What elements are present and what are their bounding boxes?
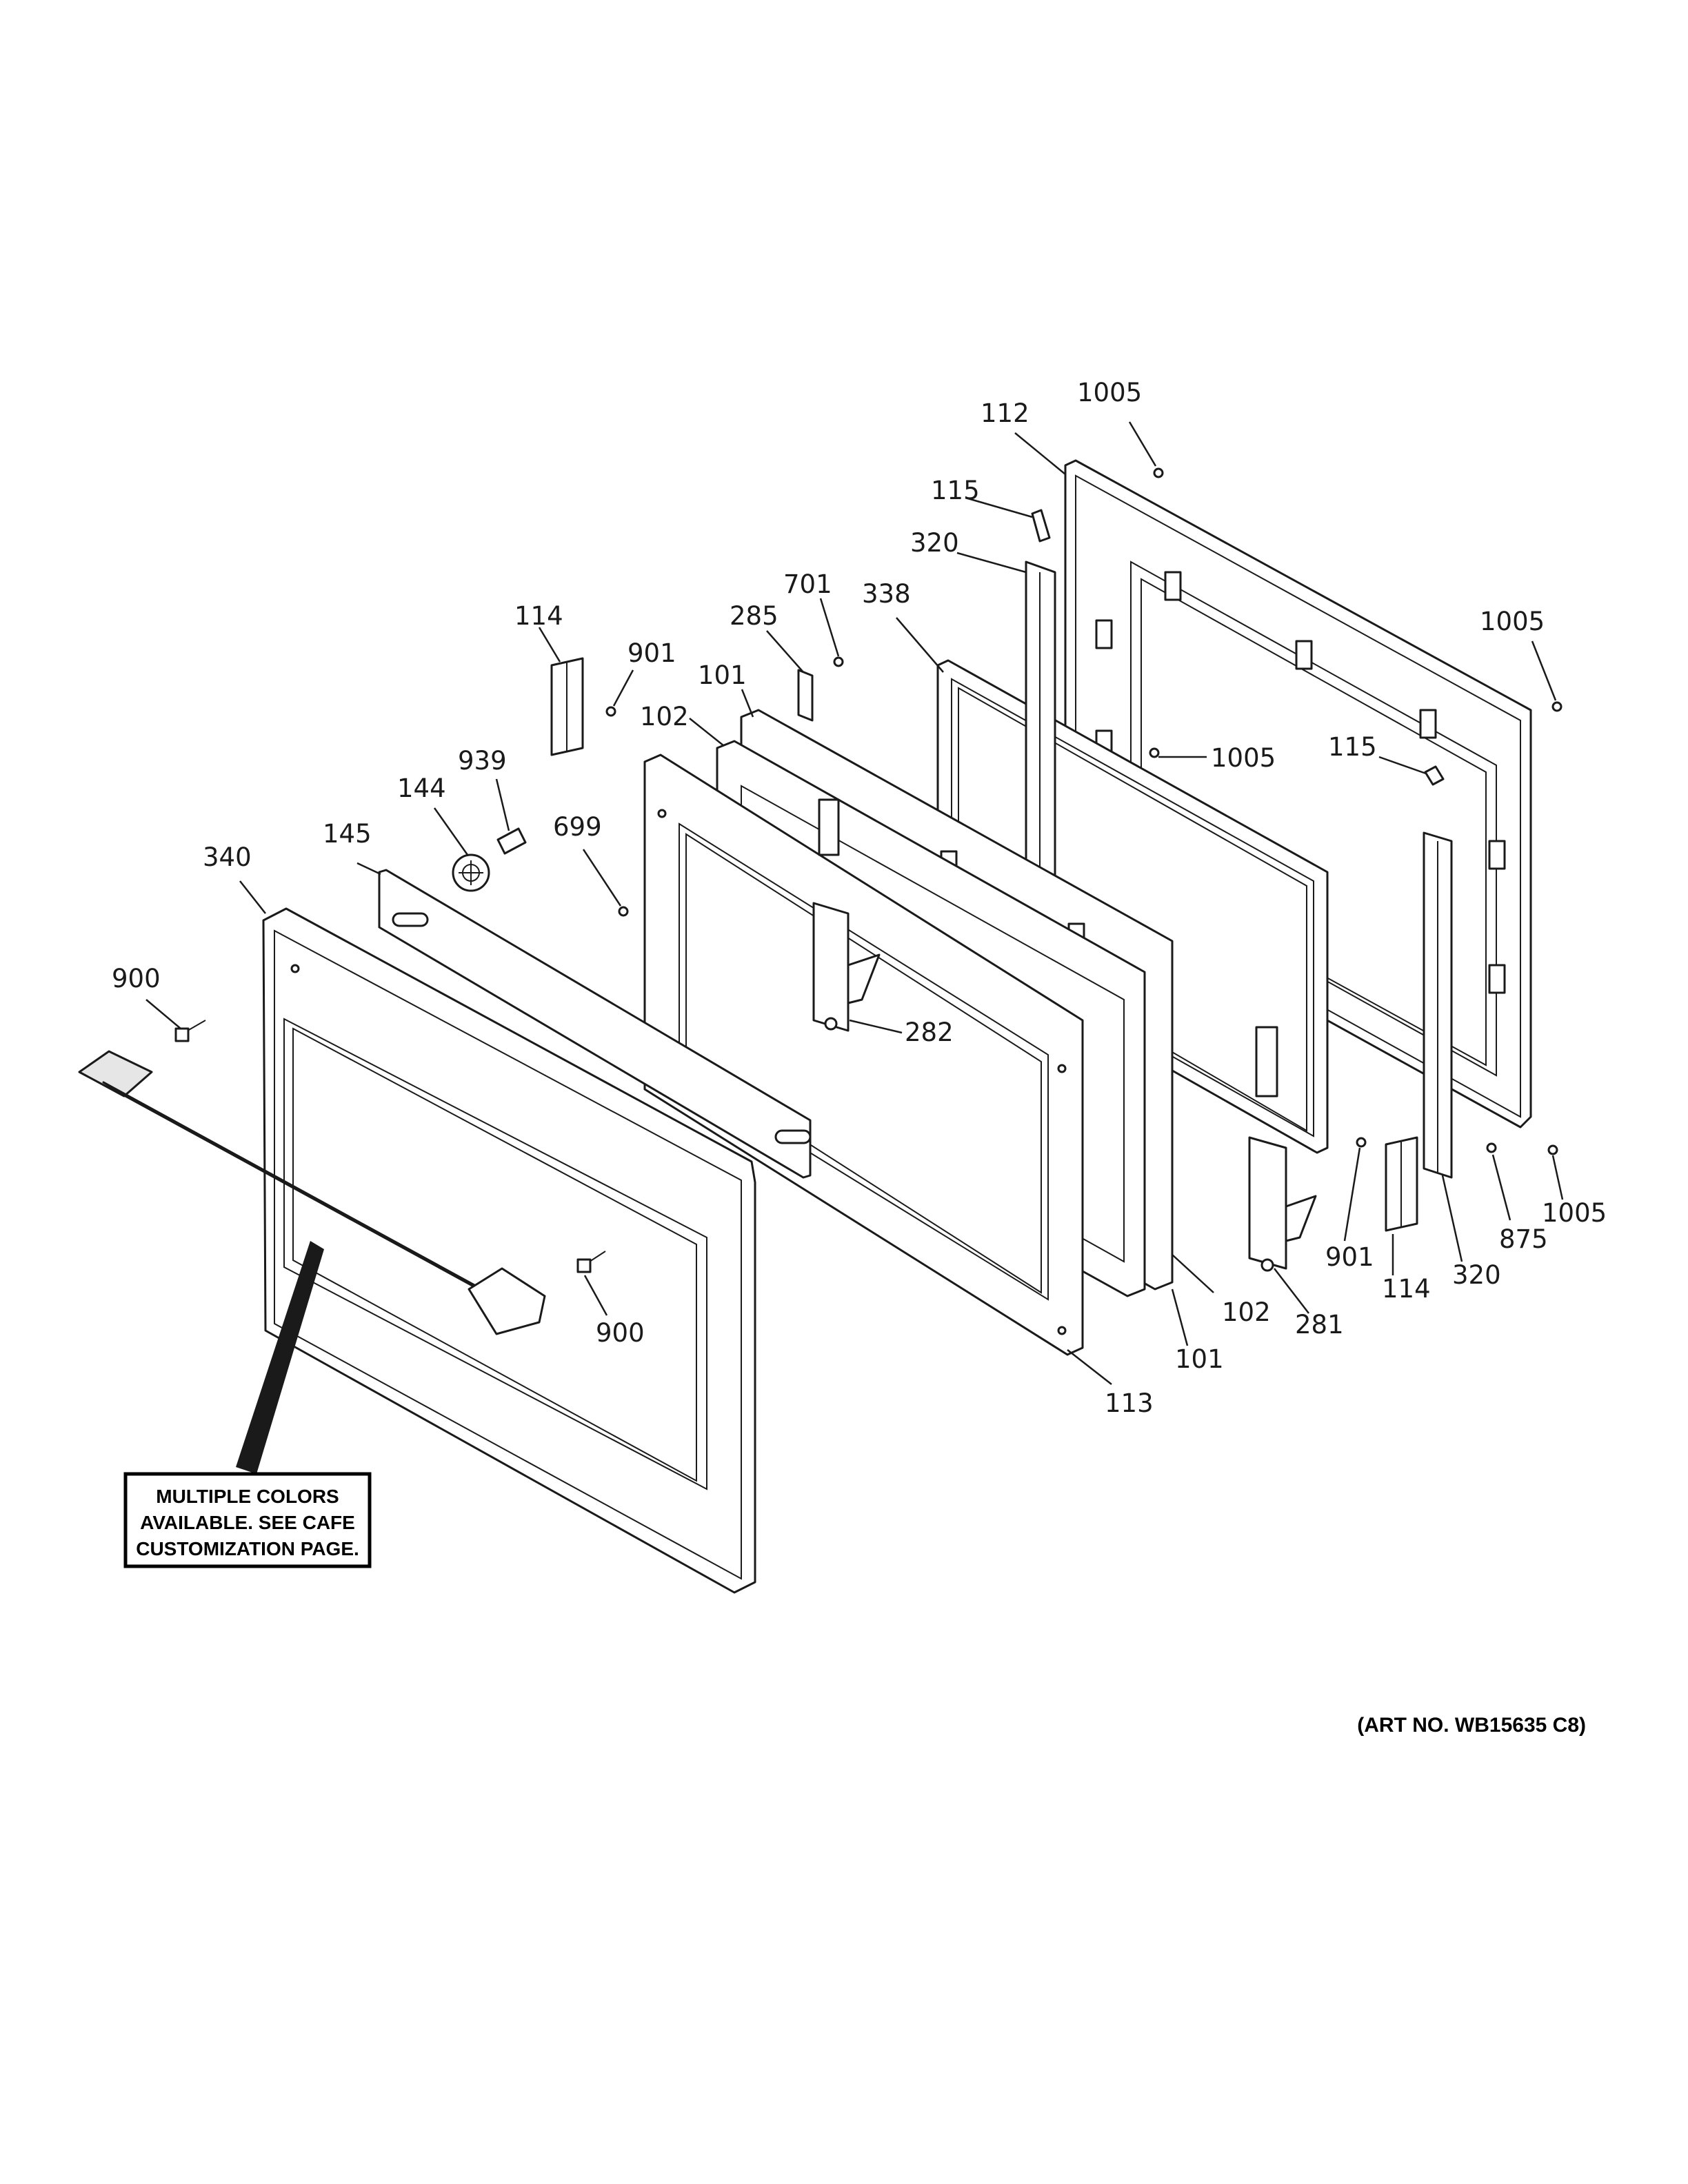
callout-1005-mid: 1005 [1211,743,1276,773]
clip-115-right [1424,765,1445,786]
hinge-281 [1248,1026,1317,1272]
callout-101-top: 101 [698,660,747,690]
art-number: (ART NO. WB15635 C8) [1357,1714,1586,1737]
vent-plate-145 [378,869,812,1179]
callout-1005-top: 1005 [1077,378,1142,407]
hinge-282 [812,798,881,1032]
leader-lines [145,421,1564,1474]
screw-875 [1486,1142,1497,1153]
callout-282: 282 [905,1018,954,1047]
color-note-line-2: AVAILABLE. SEE CAFE [140,1512,355,1533]
hinge-bracket-320-bottom [1423,831,1453,1179]
callout-145: 145 [323,819,372,849]
wheel-144 [452,853,490,892]
color-note: MULTIPLE COLORS AVAILABLE. SEE CAFE CUST… [123,1472,372,1568]
callout-281: 281 [1295,1310,1344,1339]
callout-901-top: 901 [627,638,676,668]
callout-115-top: 115 [931,476,980,505]
callout-701: 701 [783,569,832,599]
screw-901-top [605,706,616,717]
callout-699: 699 [553,812,602,842]
callout-144: 144 [397,774,446,803]
callout-113: 113 [1105,1388,1154,1418]
color-note-box [123,1472,372,1568]
inner-frame-113 [643,754,1084,1356]
screw-900-mid [576,1251,606,1273]
callout-901-bottom: 901 [1325,1242,1374,1272]
callout-900-left: 900 [112,964,161,993]
color-note-line-3: CUSTOMIZATION PAGE. [136,1538,359,1559]
screw-1005-mid [1149,747,1160,758]
callout-115-right: 115 [1328,732,1377,762]
callout-338: 338 [862,579,911,609]
callout-1005-right: 1005 [1480,607,1545,636]
color-note-line-1: MULTIPLE COLORS [156,1486,339,1507]
screw-901-bottom [1356,1137,1367,1148]
screw-900-left [174,1020,206,1042]
screw-699 [618,906,629,917]
callout-1005-bottom: 1005 [1542,1198,1607,1228]
screw-1005-bottom [1547,1144,1558,1155]
hinge-bracket-320-top [1025,560,1056,884]
clip-285 [797,669,814,722]
callout-114-bottom: 114 [1382,1274,1431,1304]
callout-101-bottom: 101 [1175,1344,1224,1374]
callout-114-top: 114 [514,601,563,631]
screw-701 [833,656,844,667]
handle-340 [78,1050,546,1335]
callout-285: 285 [730,601,778,631]
callout-939: 939 [458,746,507,776]
callout-102-top: 102 [640,702,689,731]
callout-320-bottom: 320 [1452,1260,1501,1290]
callout-320-top: 320 [910,528,959,558]
callout-875: 875 [1499,1224,1548,1254]
bracket-114-bottom [1385,1136,1418,1232]
callout-340: 340 [203,842,252,872]
screw-1005-top [1153,467,1164,478]
outer-door-340 [262,907,756,1594]
callout-102-bottom: 102 [1222,1297,1271,1327]
screw-1005-right [1551,701,1563,712]
callout-900-mid: 900 [596,1318,645,1348]
bracket-114-top [550,657,584,756]
callout-112: 112 [981,398,1029,428]
clip-115-top [1031,509,1051,543]
spacer-939 [496,827,527,855]
